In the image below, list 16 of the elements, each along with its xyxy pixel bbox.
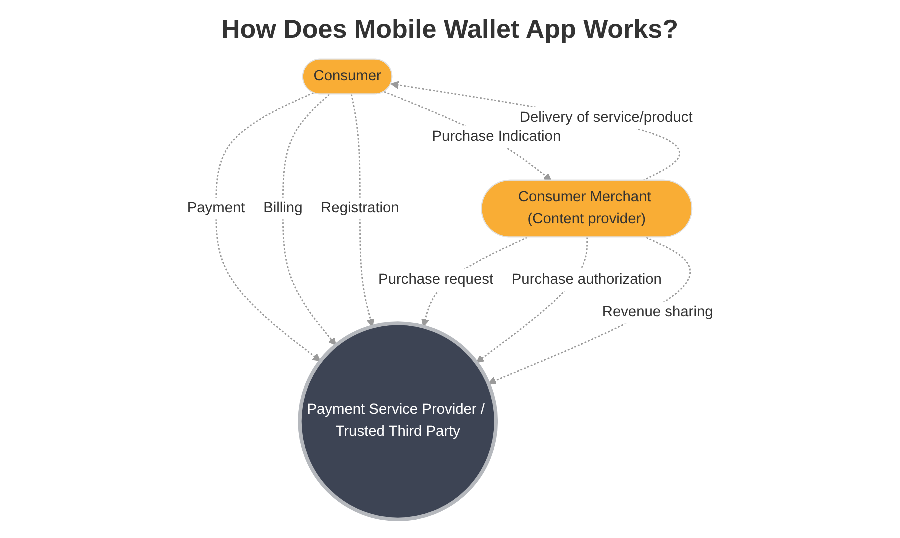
node-circle: Payment Service Provider / Trusted Third Party (298, 321, 498, 521)
edge-label: Purchase authorization (512, 272, 662, 288)
arrow (350, 94, 374, 327)
edge-label: Revenue sharing (602, 304, 713, 320)
edge-label: Delivery of service/product (520, 109, 692, 125)
edge-label: Registration (320, 200, 400, 216)
edge-label: Billing (263, 200, 302, 216)
arrow (476, 237, 588, 363)
edge-label: Purchase Indication (432, 128, 561, 144)
diagram-title: How Does Mobile Wallet App Works? (220, 13, 680, 46)
arrow (390, 80, 680, 181)
arrow (215, 92, 321, 362)
edge-label: Payment (187, 200, 245, 216)
arrow (488, 236, 691, 384)
edge-label: Purchase request (378, 272, 494, 288)
arrow (282, 94, 336, 346)
